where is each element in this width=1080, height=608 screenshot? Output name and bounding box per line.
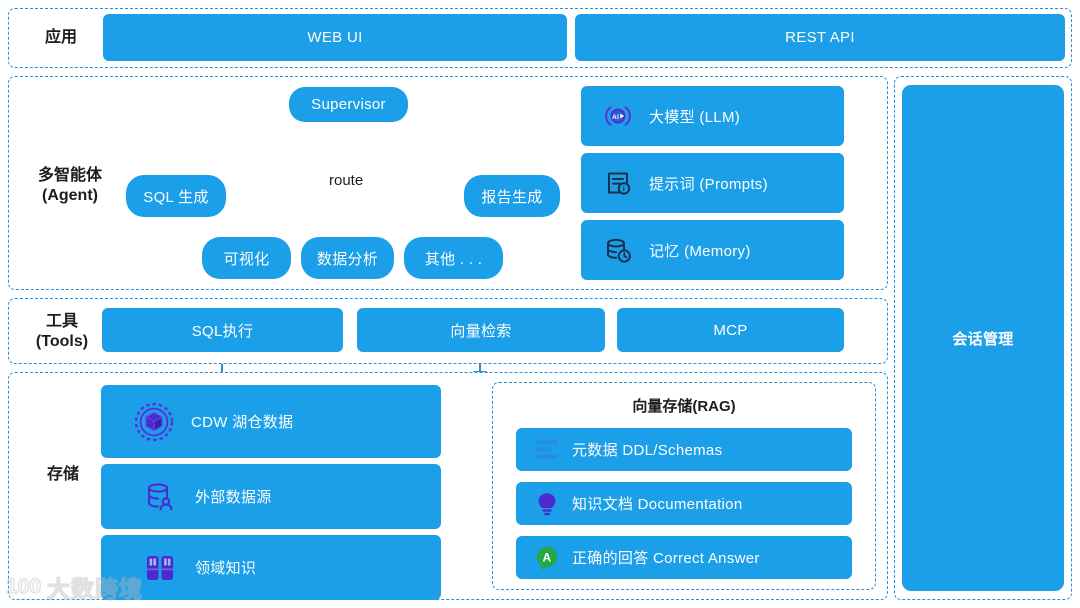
database-user-icon — [141, 478, 179, 516]
tool-vector-search-label: 向量检索 — [450, 322, 512, 340]
agent-visualization-label: 可视化 — [223, 250, 270, 268]
agent-report-generation[interactable]: 报告生成 — [464, 175, 560, 217]
rag-metadata-ddl[interactable]: 元数据 DDL/Schemas — [516, 428, 852, 471]
storage-cdw-label: CDW 湖仓数据 — [191, 414, 294, 431]
tool-sql-exec-label: SQL执行 — [191, 322, 254, 340]
rag-title: 向量存储(RAG) — [632, 398, 736, 415]
tool-mcp-label: MCP — [713, 321, 748, 339]
cube-ring-icon — [133, 401, 175, 443]
tool-sql-exec[interactable]: SQL执行 — [102, 308, 343, 352]
rag-knowledge-doc[interactable]: 知识文档 Documentation — [516, 482, 852, 525]
agent-row-label: 多智能体 (Agent) — [22, 166, 118, 206]
document-info-icon: i — [603, 168, 633, 198]
tools-row-label-main: 工具 — [45, 313, 78, 330]
session-management-label: 会话管理 — [952, 330, 1014, 348]
agent-other-label: 其他 . . . — [424, 250, 483, 268]
rag-correct-answer-label: 正确的回答 Correct Answer — [572, 550, 760, 567]
agent-sql-generation[interactable]: SQL 生成 — [126, 175, 226, 217]
storage-cdw[interactable]: CDW 湖仓数据 — [101, 385, 441, 458]
storage-domain-knowledge[interactable]: 领域知识 — [101, 535, 441, 600]
storage-external-source[interactable]: 外部数据源 — [101, 464, 441, 529]
svg-text:AI: AI — [612, 114, 619, 121]
rag-knowledge-doc-label: 知识文档 Documentation — [572, 496, 743, 513]
tool-vector-search[interactable]: 向量检索 — [357, 308, 605, 352]
web-ui-label: WEB UI — [307, 29, 363, 46]
database-clock-icon — [603, 235, 633, 265]
capability-prompts-label: 提示词 (Prompts) — [649, 175, 768, 193]
agent-row-label-sub: (Agent) — [42, 187, 98, 204]
agent-report-generation-label: 报告生成 — [481, 188, 543, 206]
capability-prompts[interactable]: i 提示词 (Prompts) — [581, 153, 844, 213]
agent-sql-generation-label: SQL 生成 — [143, 188, 209, 206]
agent-data-analysis-label: 数据分析 — [316, 250, 379, 268]
rag-metadata-ddl-label: 元数据 DDL/Schemas — [572, 442, 723, 459]
agent-visualization[interactable]: 可视化 — [202, 237, 291, 279]
svg-text:i: i — [623, 184, 625, 193]
supervisor-label: Supervisor — [311, 96, 386, 113]
agent-other[interactable]: 其他 . . . — [404, 237, 503, 279]
ai-badge-icon: AI — [603, 101, 633, 131]
capability-llm-label: 大模型 (LLM) — [649, 108, 741, 126]
rest-api-label: REST API — [785, 29, 855, 46]
storage-external-source-label: 外部数据源 — [195, 489, 272, 506]
tools-row-label: 工具 (Tools) — [22, 312, 102, 352]
svg-text:A: A — [543, 550, 552, 564]
supervisor-box[interactable]: Supervisor — [289, 87, 408, 122]
storage-domain-knowledge-label: 领域知识 — [195, 560, 257, 577]
storage-row-label: 存储 — [46, 466, 79, 483]
application-row-label: 应用 — [44, 29, 77, 46]
agent-data-analysis[interactable]: 数据分析 — [301, 237, 394, 279]
capability-memory[interactable]: 记忆 (Memory) — [581, 220, 844, 280]
schema-stack-icon — [532, 435, 562, 465]
rest-api-box[interactable]: REST API — [575, 14, 1065, 61]
agent-row-label-main: 多智能体 — [37, 167, 102, 184]
rag-correct-answer[interactable]: A 正确的回答 Correct Answer — [516, 536, 852, 579]
route-label: route — [325, 172, 368, 189]
session-management-panel[interactable]: 会话管理 — [902, 85, 1064, 591]
tools-row-label-sub: (Tools) — [35, 333, 89, 350]
books-icon — [141, 549, 179, 587]
capability-memory-label: 记忆 (Memory) — [649, 242, 751, 260]
capability-llm[interactable]: AI 大模型 (LLM) — [581, 86, 844, 146]
web-ui-box[interactable]: WEB UI — [103, 14, 567, 61]
tool-mcp[interactable]: MCP — [617, 308, 844, 352]
lightbulb-icon — [532, 489, 562, 519]
answer-badge-icon: A — [532, 543, 562, 573]
